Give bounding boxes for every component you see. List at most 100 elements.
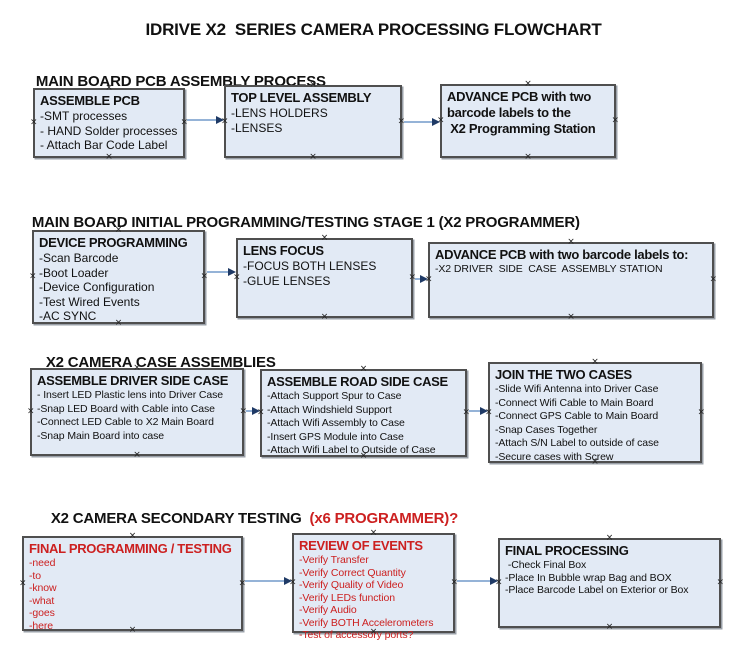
flow-box-final-programming-testing[interactable]: FINAL PROGRAMMING / TESTING -need-to-kno… — [19, 532, 246, 635]
connector-arrow-2 — [404, 118, 440, 126]
box-item: -Connect GPS Cable to Main Board — [495, 410, 659, 422]
box-title: TOP LEVEL ASSEMBLY — [231, 90, 372, 105]
box-item: -LENS HOLDERS — [231, 106, 328, 120]
flow-box-final-processing[interactable]: FINAL PROCESSING -Check Final Box-Place … — [495, 534, 724, 632]
connection-point-icon: × — [19, 578, 27, 588]
box-item: - Insert LED Plastic lens into Driver Ca… — [37, 389, 224, 401]
box-items: -Attach Support Spur to Case-Attach Wind… — [267, 390, 460, 458]
box-item: - Attach Bar Code Label — [40, 138, 168, 152]
connector-arrow-3 — [207, 268, 236, 276]
box-item: -Insert GPS Module into Case — [267, 430, 404, 443]
box-item: -Verify Transfer — [299, 554, 369, 566]
box-item: -Test Wired Events — [39, 294, 140, 309]
connection-point-icon: × — [29, 271, 37, 282]
box-item: -AC SYNC — [39, 309, 97, 323]
box-item: -SMT processes — [40, 109, 128, 123]
box-item: -Verify Correct Quantity — [299, 566, 406, 579]
connection-point-icon: × — [105, 152, 113, 162]
connection-point-icon: × — [359, 364, 368, 374]
box-item: -Verify BOTH Accelerometers — [299, 616, 434, 629]
box-item: -know — [29, 582, 57, 594]
box-items: -FOCUS BOTH LENSES-GLUE LENSES — [243, 259, 406, 288]
box-title: FINAL PROGRAMMING / TESTING — [29, 541, 232, 556]
connection-point-icon: × — [27, 406, 35, 417]
box-item: -Secure cases with Screw — [495, 450, 614, 463]
box-item: -what — [29, 594, 55, 607]
box-item: -Verify Quality of Video — [299, 579, 404, 591]
box-item: -FOCUS BOTH LENSES — [243, 259, 377, 273]
box-item: -GLUE LENSES — [243, 273, 331, 288]
box-title: JOIN THE TWO CASES — [495, 367, 632, 382]
connection-point-icon: × — [611, 115, 619, 126]
connector-arrow-7 — [245, 577, 292, 585]
section-heading-initial-programming: MAIN BOARD INITIAL PROGRAMMING/TESTING S… — [16, 197, 580, 248]
box-item: -Scan Barcode — [39, 251, 119, 265]
connection-point-icon: × — [567, 312, 575, 322]
flow-box-top-level-assembly[interactable]: TOP LEVEL ASSEMBLY -LENS HOLDERS-LENSES … — [221, 81, 405, 162]
box-item: -here — [29, 619, 54, 632]
box-item: -Attach Windshield Support — [267, 403, 392, 416]
section-heading-text: X2 CAMERA CASE ASSEMBLIES — [45, 354, 276, 371]
connector-arrow-4 — [415, 275, 428, 283]
connection-point-icon: × — [697, 407, 705, 417]
box-items: -Slide Wifi Antenna into Driver Case-Con… — [495, 383, 695, 464]
section-heading-red-text: (x6 PROGRAMMER)? — [305, 510, 459, 527]
box-item: -Snap Cases Together — [495, 423, 598, 436]
flow-box-join-the-two-cases[interactable]: JOIN THE TWO CASES -Slide Wifi Antenna i… — [485, 358, 705, 467]
box-items: - Insert LED Plastic lens into Driver Ca… — [37, 389, 237, 443]
connection-point-icon: × — [30, 117, 38, 128]
box-item: - HAND Solder processes — [40, 123, 178, 138]
flow-box-device-programming[interactable]: DEVICE PROGRAMMING -Scan Barcode-Boot Lo… — [29, 226, 208, 328]
box-item: -Attach Wifi Label to Outside of Case — [267, 444, 436, 456]
box-title: REVIEW OF EVENTS — [299, 538, 423, 553]
connection-point-icon: × — [309, 152, 317, 162]
box-item: -Attach S/N Label to outside of case — [495, 437, 659, 449]
box-title: FINAL PROCESSING — [505, 543, 629, 558]
section-heading-text: X2 CAMERA SECONDARY TESTING — [50, 510, 306, 527]
connector-arrow-8 — [457, 577, 498, 585]
flow-box-assemble-road-side-case[interactable]: ASSEMBLE ROAD SIDE CASE -Attach Support … — [257, 365, 470, 461]
connection-point-icon: × — [133, 450, 141, 460]
box-item: -Connect Wifi Cable to Main Board — [495, 396, 654, 409]
box-items: -Scan Barcode-Boot Loader-Device Configu… — [39, 251, 198, 324]
flow-box-advance-pcb-programming-station[interactable]: ADVANCE PCB with two barcode labels to t… — [437, 80, 619, 162]
box-item: -Snap LED Board with Cable into Case — [37, 402, 215, 415]
connection-point-icon: × — [716, 577, 724, 588]
box-item: -Check Final Box — [505, 559, 587, 571]
flow-box-advance-pcb-driver-side-station[interactable]: ADVANCE PCB with two barcode labels to: … — [425, 238, 717, 322]
box-item: -to — [29, 569, 41, 582]
connection-point-icon: × — [605, 622, 614, 632]
box-item: -Boot Loader — [39, 265, 109, 280]
box-item: -Place Barcode Label on Exterior or Box — [505, 584, 689, 596]
box-item: -Verify LEDs function — [299, 591, 395, 604]
box-items: -SMT processes- HAND Solder processes- A… — [40, 109, 178, 153]
page-title: IDRIVE X2 SERIES CAMERA PROCESSING FLOWC… — [145, 20, 602, 39]
box-item: -Slide Wifi Antenna into Driver Case — [495, 383, 659, 395]
box-item: -Attach Support Spur to Case — [267, 390, 402, 402]
box-item: -Place In Bubble wrap Bag and BOX — [505, 571, 672, 584]
box-item: -X2 DRIVER SIDE CASE ASSEMBLY STATION — [435, 263, 663, 275]
flow-box-assemble-pcb[interactable]: ASSEMBLE PCB -SMT processes- HAND Solder… — [30, 84, 188, 162]
section-heading-case-assemblies: X2 CAMERA CASE ASSEMBLIES — [30, 337, 276, 388]
box-item: -LENSES — [231, 120, 283, 135]
box-item: -Connect LED Cable to X2 Main Board — [37, 416, 214, 428]
box-items: -X2 DRIVER SIDE CASE ASSEMBLY STATION — [435, 263, 707, 277]
box-items: -need-to-know-what-goes-here — [29, 557, 236, 632]
connection-point-icon: × — [200, 271, 208, 282]
box-items: -LENS HOLDERS-LENSES — [231, 106, 395, 135]
box-title: DEVICE PROGRAMMING — [39, 235, 188, 250]
connector-arrow-6 — [469, 407, 488, 415]
flow-box-lens-focus[interactable]: LENS FOCUS -FOCUS BOTH LENSES-GLUE LENSE… — [233, 234, 416, 322]
connection-point-icon: × — [709, 274, 717, 285]
box-title: ADVANCE PCB with two barcode labels to t… — [447, 89, 596, 136]
box-title: ASSEMBLE ROAD SIDE CASE — [267, 374, 448, 389]
box-item: -goes — [29, 607, 55, 619]
connection-point-icon: × — [524, 152, 532, 162]
box-item: -Snap Main Board into case — [37, 429, 164, 442]
flow-box-assemble-driver-side-case[interactable]: ASSEMBLE DRIVER SIDE CASE - Insert LED P… — [27, 364, 247, 460]
box-title: LENS FOCUS — [243, 243, 324, 258]
connection-point-icon: × — [239, 406, 247, 417]
flow-box-review-of-events[interactable]: REVIEW OF EVENTS -Verify Transfer-Verify… — [289, 529, 458, 642]
section-heading-secondary-testing: X2 CAMERA SECONDARY TESTING (x6 PROGRAMM… — [35, 493, 458, 544]
box-items: -Verify Transfer-Verify Correct Quantity… — [299, 554, 448, 642]
